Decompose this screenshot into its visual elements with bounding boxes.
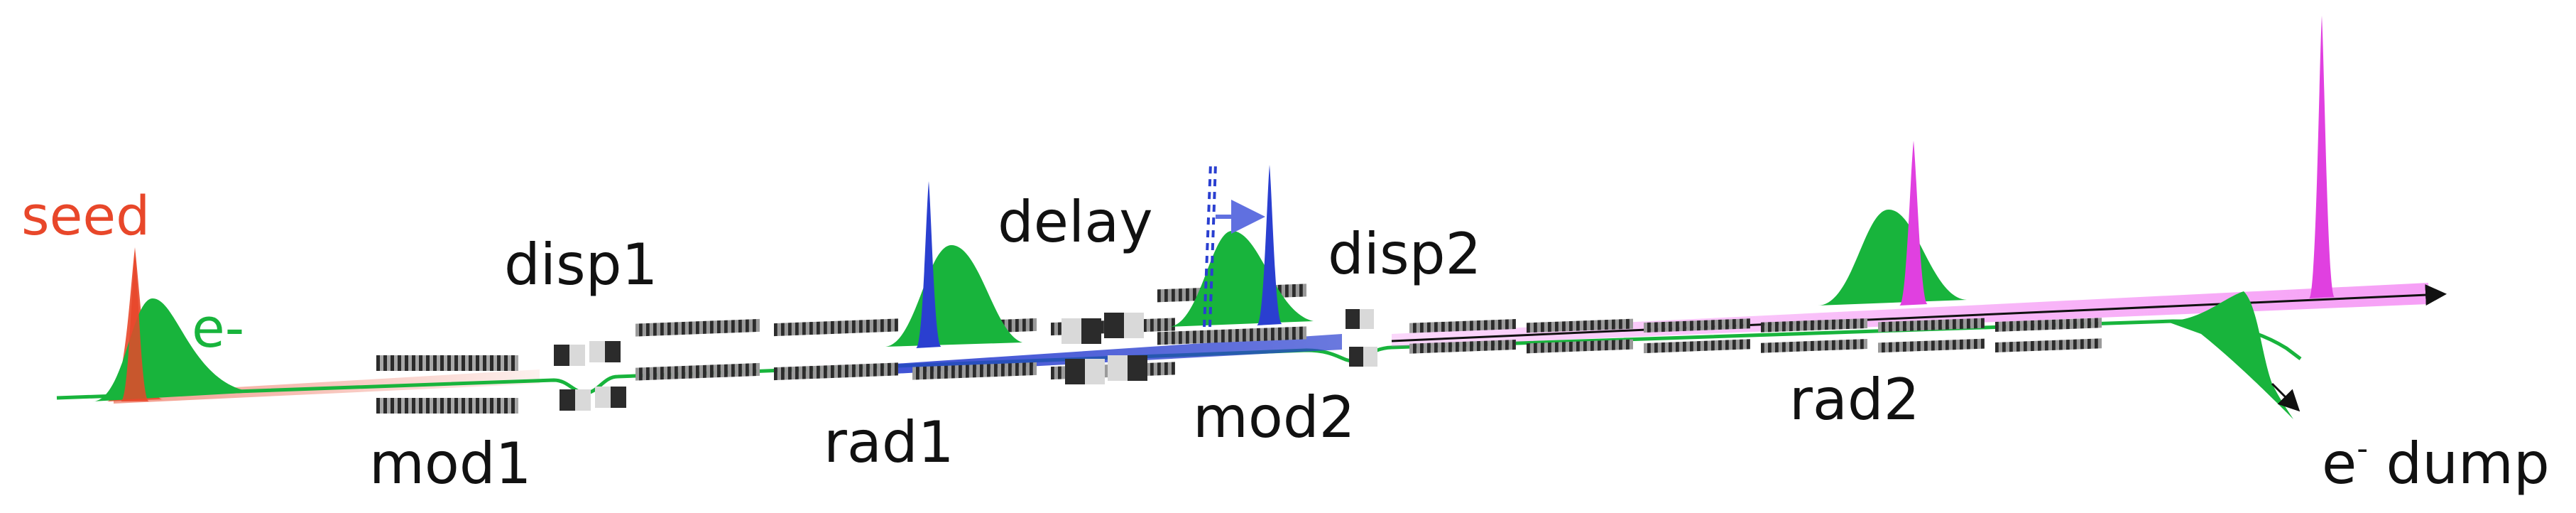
mod1-undulator (376, 355, 518, 414)
dump-label: e- dump (2322, 431, 2550, 497)
delayed-fel-pulse (1257, 165, 1282, 325)
rad2-undulator (1409, 318, 2102, 354)
disp2-label: disp2 (1328, 221, 1481, 287)
delay-reference-pulse (1203, 163, 1212, 328)
seed-label: seed (21, 184, 150, 247)
electron-bunch-delay (1168, 231, 1314, 327)
rad2-label: rad2 (1789, 367, 1920, 433)
delay-chicane (1061, 313, 1147, 384)
rad1-label: rad1 (824, 409, 954, 475)
disp1-chicane (554, 341, 626, 411)
electron-bunch-rad2 (1818, 210, 1967, 306)
dump-arrow (2271, 382, 2301, 412)
mod2-label: mod2 (1193, 384, 1355, 450)
rad1-fel-pulse (916, 181, 942, 348)
electron-bunch-dump (2166, 291, 2293, 419)
disp2-chicane (1346, 309, 1377, 367)
output-fel-pulse (2309, 16, 2335, 298)
disp1-label: disp1 (504, 232, 657, 298)
delay-label: delay (998, 189, 1153, 255)
electron-bunch-rad1 (884, 245, 1022, 347)
mod1-label: mod1 (369, 431, 532, 497)
optical-axis-arrow (1391, 284, 2447, 342)
electron-label: e- (192, 296, 244, 360)
rad2-fel-pulse (1899, 141, 1928, 306)
